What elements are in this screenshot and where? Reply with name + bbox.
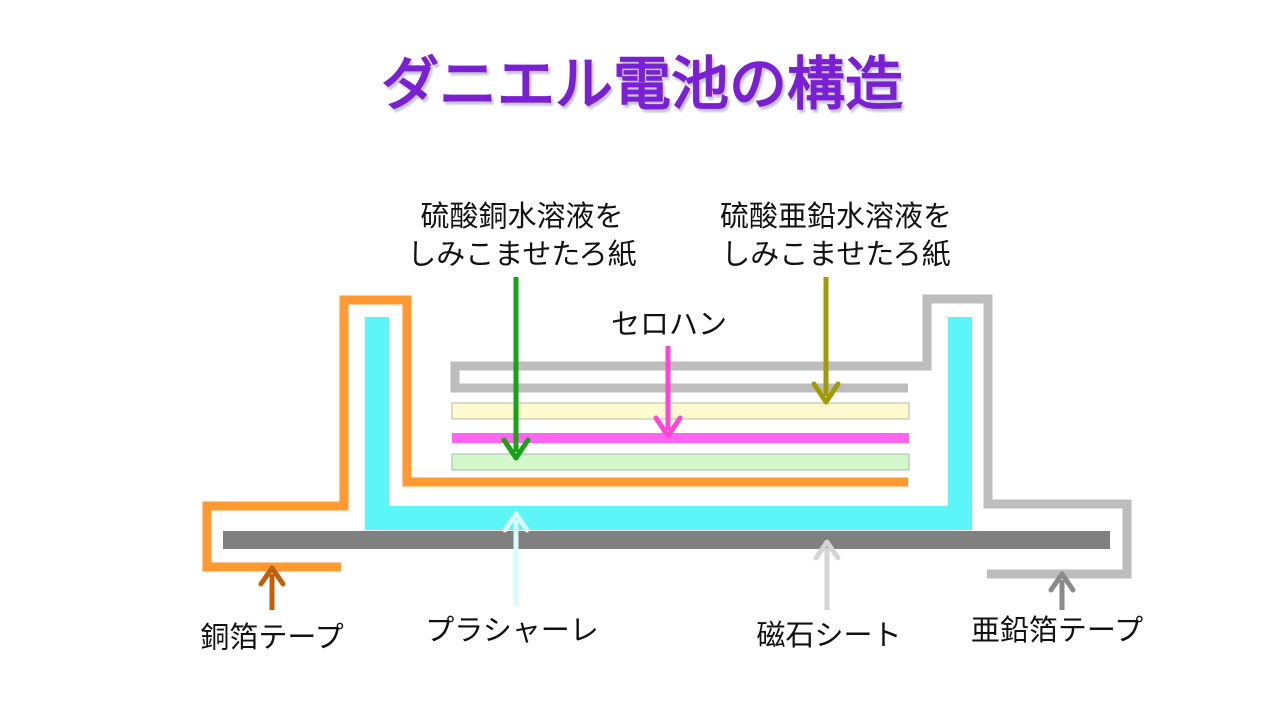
plastic-petri-dish-label: プラシャーレ xyxy=(425,613,598,647)
copper-sulfate-filter-paper xyxy=(451,453,910,471)
petri-dish-arrow xyxy=(502,511,530,606)
zinc-foil-tape xyxy=(450,294,1132,579)
cellophane-sheet xyxy=(452,433,909,443)
znso4-label-line1: 硫酸亜鉛水溶液を xyxy=(720,199,952,233)
page-title: ダニエル電池の構造 xyxy=(381,50,903,118)
plastic-petri-dish xyxy=(365,317,972,530)
znso4-label-line2: しみこませたろ紙 xyxy=(721,237,950,271)
magnet-sheet-label: 磁石シート xyxy=(756,618,901,652)
copper-foil-tape-label: 銅箔テープ xyxy=(200,620,343,654)
znso4-arrow xyxy=(811,277,841,405)
zinc-foil-arrow xyxy=(1048,571,1076,610)
zinc-foil-tape-label: 亜鉛箔テープ xyxy=(971,613,1143,647)
copper-foil-arrow xyxy=(258,565,286,610)
magnet-sheet-arrow xyxy=(813,539,841,610)
magnet-sheet xyxy=(223,531,1110,549)
cellophane-arrow xyxy=(653,346,683,439)
cuso4-label-line2: しみこませたろ紙 xyxy=(407,237,636,271)
cuso4-label-line1: 硫酸銅水溶液を xyxy=(420,199,623,233)
cuso4-arrow xyxy=(501,277,531,461)
cellophane-label: セロハン xyxy=(611,307,727,341)
copper-foil-tape xyxy=(202,295,908,572)
